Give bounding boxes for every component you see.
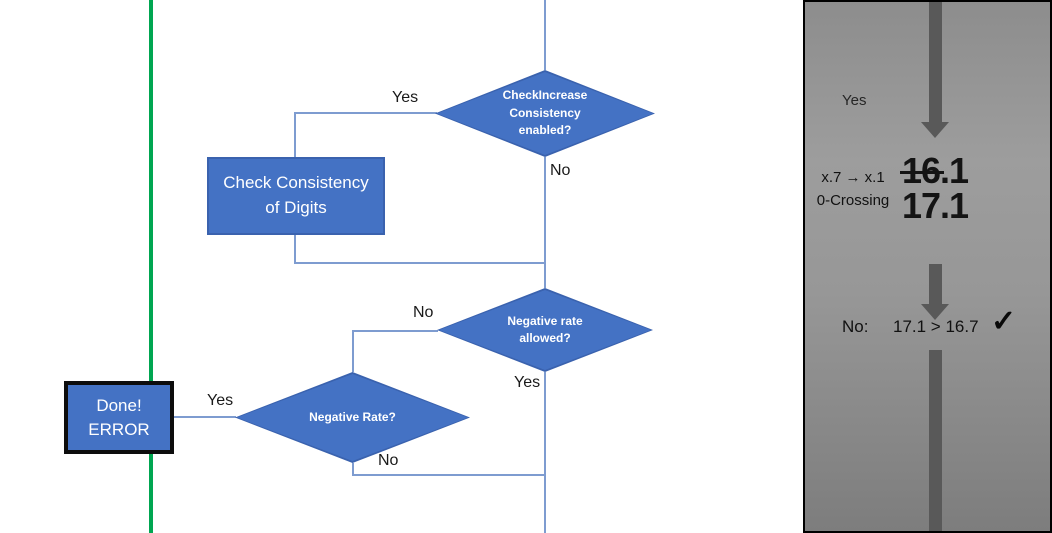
result-no-label: No: bbox=[842, 317, 869, 336]
process-check-consistency-of-digits: Check Consistency of Digits bbox=[207, 157, 385, 235]
down-arrow-shaft bbox=[929, 2, 942, 122]
connector-no-from-check-increase bbox=[544, 157, 546, 288]
connector-yes-from-negative-rate bbox=[174, 416, 236, 418]
decision-label: CheckIncrease Consistency enabled? bbox=[502, 88, 588, 138]
connector bbox=[544, 0, 546, 70]
edge-label-yes: Yes bbox=[514, 374, 541, 391]
edge-label-yes: Yes bbox=[392, 89, 419, 106]
decision-label: Negative Rate? bbox=[309, 409, 396, 424]
edge-label-yes: Yes bbox=[207, 392, 234, 409]
connector bbox=[352, 330, 354, 372]
result-expression: 17.1 > 16.7 bbox=[893, 317, 979, 336]
terminal-done-error: Done! ERROR bbox=[64, 381, 174, 454]
panel-annotation: x.7 → x.1 0-Crossing bbox=[807, 166, 899, 212]
connector bbox=[294, 234, 296, 263]
decision-negative-rate: Negative Rate? bbox=[235, 372, 470, 463]
panel-values: 16.1 17.1 bbox=[899, 150, 969, 226]
checkmark-icon: ✓ bbox=[991, 305, 1017, 338]
decision-check-increase-consistency: CheckIncrease Consistency enabled? bbox=[435, 70, 655, 157]
decision-negative-rate-allowed: Negative rate allowed? bbox=[437, 288, 653, 372]
new-value: 17.1 bbox=[902, 185, 969, 226]
down-arrow-shaft bbox=[929, 264, 942, 304]
connector-yes-from-negative-rate-allowed bbox=[544, 372, 546, 533]
connector bbox=[294, 112, 296, 157]
connector bbox=[294, 262, 546, 264]
old-value: 16.1 bbox=[899, 150, 969, 191]
down-arrow-head-icon bbox=[921, 122, 949, 138]
panel-yes-label: Yes bbox=[842, 92, 867, 109]
connector-no-from-negative-rate-allowed bbox=[352, 330, 438, 332]
down-arrow-head-icon bbox=[921, 304, 949, 320]
annotation-line-rounding: x.7 → x.1 bbox=[821, 169, 885, 186]
decision-label: Negative rate allowed? bbox=[507, 313, 583, 345]
connector-yes-from-check-increase bbox=[294, 112, 437, 114]
down-arrow-shaft bbox=[929, 350, 942, 531]
old-value-rest: .1 bbox=[940, 150, 969, 191]
edge-label-no: No bbox=[413, 304, 434, 321]
edge-label-no: No bbox=[550, 162, 571, 179]
old-value-struck: 16 bbox=[899, 150, 945, 191]
annotation-line-zero-crossing: 0-Crossing bbox=[816, 192, 890, 209]
annotation-side-panel: Yes x.7 → x.1 0-Crossing 16.1 17.1 No: 1… bbox=[803, 0, 1052, 533]
connector-no-from-negative-rate bbox=[352, 463, 354, 475]
connector bbox=[352, 474, 546, 476]
edge-label-no: No bbox=[378, 452, 399, 469]
green-guide-line bbox=[149, 0, 153, 533]
